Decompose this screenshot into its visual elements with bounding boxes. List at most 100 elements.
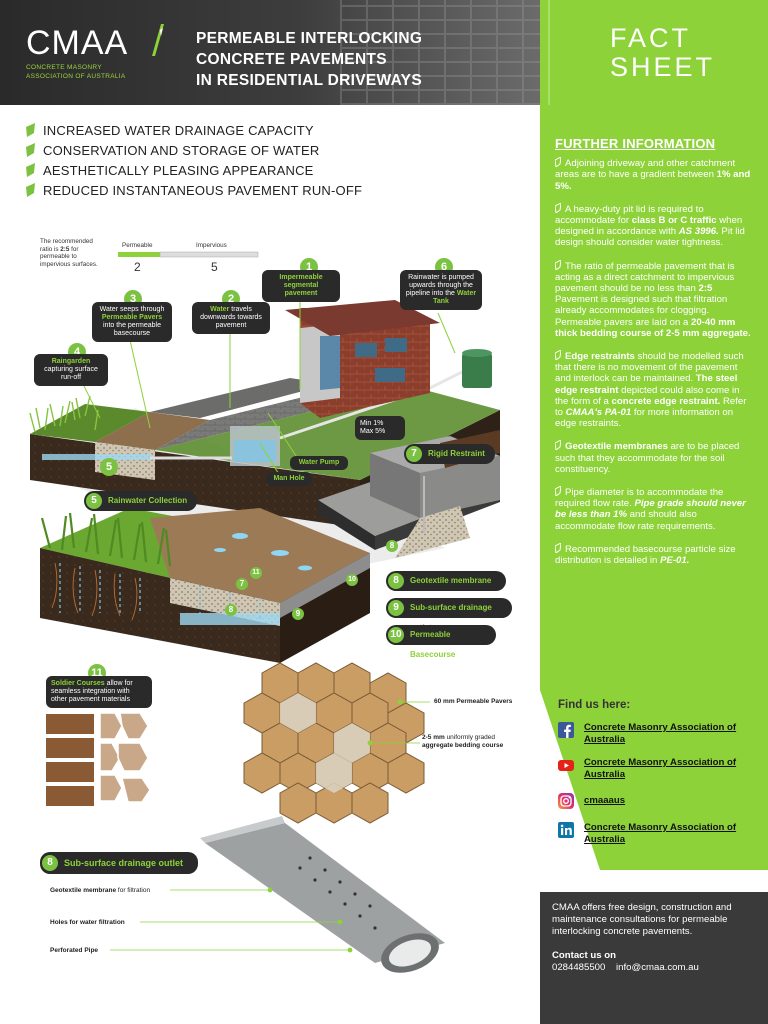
- info-bold: Pipe grade should never be less than 1%: [555, 498, 746, 521]
- info-text: depicted could also come in the form of …: [555, 384, 740, 407]
- feature-text: AESTHETICALLY PLEASING APPEARANCE: [43, 162, 314, 178]
- info-text: A heavy-duty pit lid is required to acco…: [555, 203, 704, 227]
- pipe-text: for filtration: [116, 887, 151, 894]
- info-text: when designed in accordance with: [555, 215, 743, 238]
- paver-texture: [340, 0, 540, 105]
- info-gradient: Adjoining driveway and other catchment a…: [555, 157, 755, 192]
- leaf-icon: [26, 123, 35, 137]
- info-text: are to be placed such that they accommod…: [555, 441, 740, 475]
- leaf-icon: [26, 183, 35, 197]
- youtube-row[interactable]: Concrete Masonry Association of Australi…: [558, 757, 754, 781]
- info-geotextile: Geotextile membranes are to be placed su…: [555, 440, 755, 475]
- callout-water-pump: Water Pump: [290, 456, 348, 470]
- feature-text: INCREASED WATER DRAINAGE CAPACITY: [43, 122, 314, 138]
- youtube-link[interactable]: Concrete Masonry Association of Australi…: [584, 757, 737, 780]
- pill-number: 5: [86, 493, 102, 509]
- label-pipe-holes: Holes for water filtration: [50, 919, 125, 926]
- callout-text: Water seeps through: [99, 306, 165, 313]
- agg-bold: aggregate bedding course: [422, 742, 504, 749]
- callout-gradient: Min 1%Max 5%: [355, 416, 405, 440]
- youtube-icon[interactable]: [558, 757, 574, 773]
- further-info-heading: FURTHER INFORMATION: [555, 136, 716, 151]
- callout-bold: Water: [210, 306, 230, 313]
- linkedin-row[interactable]: Concrete Masonry Association of Australi…: [558, 822, 754, 846]
- pill-number: 9: [388, 600, 404, 616]
- gradient-min: Min 1%: [360, 420, 384, 427]
- contact-heading: Contact us on: [552, 950, 616, 961]
- title-line-3: IN RESIDENTIAL DRIVEWAYS: [196, 72, 422, 89]
- info-ratio: The ratio of permeable pavement that is …: [555, 259, 755, 339]
- social-links: Find us here: Concrete Masonry Associati…: [540, 690, 768, 875]
- ratio-note-text: The recommended: [40, 238, 93, 245]
- instagram-row[interactable]: cmaaaus: [558, 793, 754, 809]
- find-us-heading: Find us here:: [558, 699, 631, 711]
- info-text: Pavement is designed such that filtratio…: [555, 294, 728, 328]
- feature-text: CONSERVATION AND STORAGE OF WATER: [43, 142, 320, 158]
- facebook-link[interactable]: Concrete Masonry Association of Australi…: [584, 722, 737, 745]
- page-title: PERMEABLE INTERLOCKING CONCRETE PAVEMENT…: [196, 28, 422, 91]
- contact-details: 0284485500 info@cmaa.com.au: [552, 962, 756, 974]
- instagram-icon[interactable]: [558, 793, 574, 809]
- fact-sheet-label: FACT SHEET: [540, 0, 768, 105]
- instagram-link[interactable]: cmaaaus: [584, 795, 626, 806]
- callout-text: capturing surface run-off: [44, 366, 98, 381]
- info-text: Recommended basecourse particle size dis…: [555, 543, 736, 567]
- permeable-label: Permeable: [122, 242, 153, 249]
- logo-subtitle-2: ASSOCIATION OF AUSTRALIA: [26, 73, 126, 80]
- linkedin-icon[interactable]: [558, 822, 574, 838]
- leaf-bullet-icon: [555, 202, 561, 213]
- callout-water-seeps: Water seeps through Permeable Pavers int…: [92, 302, 172, 342]
- callout-bold: Man Hole: [273, 475, 305, 482]
- callout-bold: Water Tank: [433, 290, 477, 305]
- info-bold: Geotextile membranes: [565, 441, 668, 453]
- callout-man-hole: Man Hole: [266, 472, 312, 486]
- further-information: FURTHER INFORMATION Adjoining driveway a…: [555, 136, 755, 577]
- pill-number: 8: [42, 855, 58, 871]
- contact-box: CMAA offers free design, construction an…: [540, 892, 768, 1024]
- callout-bold: Water Pump: [298, 459, 340, 466]
- callout-water-travels: Water travels downwards towards pavement: [192, 302, 270, 334]
- info-text: The ratio of permeable pavement that is …: [555, 260, 735, 295]
- info-text: Pit lid design should consider water tig…: [555, 226, 745, 249]
- info-text: Adjoining driveway and other catchment a…: [555, 158, 736, 181]
- info-bold: class B or C traffic: [631, 215, 717, 227]
- fact-word: FACT: [610, 23, 692, 53]
- callout-bold: Raingarden: [51, 358, 91, 365]
- facebook-row[interactable]: Concrete Masonry Association of Australi…: [558, 722, 754, 746]
- phone-number[interactable]: 0284485500: [552, 962, 606, 973]
- leaf-bullet-icon: [555, 350, 561, 361]
- info-basecourse: Recommended basecourse particle size dis…: [555, 542, 755, 567]
- divider: [548, 0, 550, 105]
- email-link[interactable]: info@cmaa.com.au: [616, 962, 699, 973]
- info-bold: concrete edge restraint.: [611, 395, 721, 407]
- info-text: should be modelled such that there is no…: [555, 351, 744, 385]
- pill-text: Permeable Basecourse: [410, 630, 456, 659]
- leaf-icon: [26, 143, 35, 157]
- cmaa-logo: CMAA CONCRETE MASONRY ASSOCIATION OF AUS…: [26, 24, 164, 81]
- title-line-1: PERMEABLE INTERLOCKING: [196, 30, 423, 47]
- info-edge-restraints: Edge restraints should be modelled such …: [555, 350, 755, 429]
- logo-text: CMAA: [26, 24, 129, 62]
- diagram-illustration: [29, 251, 500, 973]
- sheet-word: SHEET: [610, 52, 716, 82]
- info-pit-lid: A heavy-duty pit lid is required to acco…: [555, 202, 755, 249]
- linkedin-link[interactable]: Concrete Masonry Association of Australi…: [584, 822, 737, 845]
- info-bold: AS 3996.: [678, 226, 719, 238]
- feature-item: INCREASED WATER DRAINAGE CAPACITY: [26, 120, 362, 140]
- label-60mm-pavers: 60 mm Permeable Pavers: [434, 698, 513, 705]
- ratio-impervious-value: 5: [211, 260, 218, 274]
- info-bold: 2:5: [698, 283, 713, 295]
- leaf-bullet-icon: [555, 157, 561, 168]
- info-bold: 1% and 5%.: [555, 169, 751, 192]
- ratio-note-text: for: [69, 245, 79, 253]
- logo-subtitle-1: CONCRETE MASONRY: [26, 64, 102, 71]
- feature-item: REDUCED INSTANTANEOUS PAVEMENT RUN-OFF: [26, 180, 362, 200]
- callout-raingarden: Raingarden capturing surface run-off: [34, 354, 108, 386]
- logo-leaf-icon: [152, 24, 164, 56]
- info-panel: [540, 0, 768, 870]
- ratio-note-text: ratio is: [40, 245, 61, 253]
- facebook-icon[interactable]: [558, 722, 574, 738]
